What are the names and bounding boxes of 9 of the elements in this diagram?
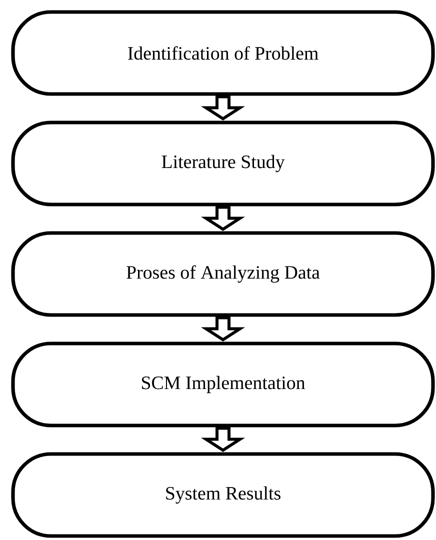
- block-arrow: [200, 95, 246, 120]
- block-arrow: [200, 426, 246, 452]
- block-arrow: [200, 316, 246, 342]
- block-arrow: [200, 206, 246, 231]
- terminal-box: Identification of Problem: [11, 10, 435, 96]
- terminal-box: System Results: [11, 452, 435, 538]
- terminal-box: Proses of Analyzing Data: [11, 231, 435, 317]
- terminal-box: SCM Implementation: [11, 342, 435, 428]
- terminal-box: Literature Study: [11, 120, 435, 206]
